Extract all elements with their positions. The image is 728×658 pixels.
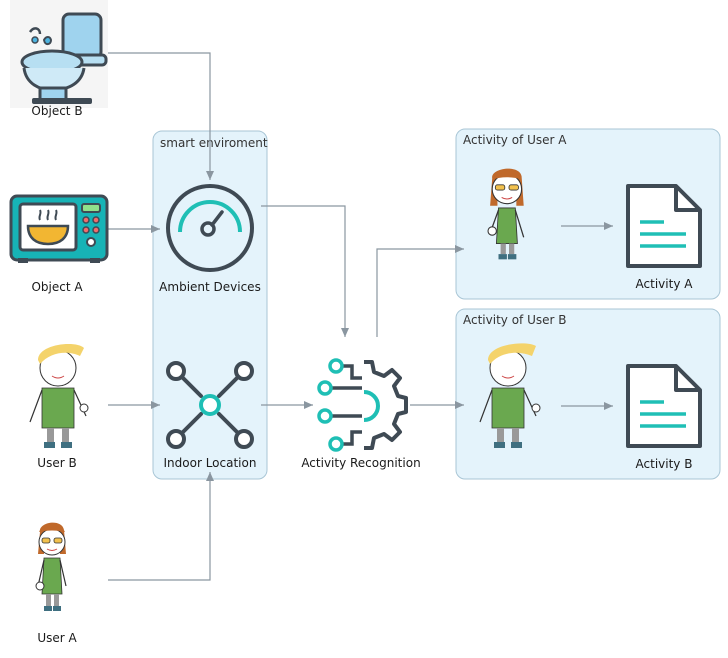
activity-user-b-label: Activity of User B <box>463 313 566 327</box>
person-male-icon <box>479 343 541 448</box>
network-nodes-icon <box>166 361 254 449</box>
edge-recognition-to-user-a <box>376 245 464 337</box>
person-male-icon <box>29 344 89 448</box>
object-a-label: Object A <box>31 280 83 294</box>
gauge-icon <box>166 184 254 272</box>
edge-user-a-to-location <box>108 472 214 581</box>
indoor-location-label: Indoor Location <box>164 456 257 470</box>
edge-object-b-to-ambient <box>108 52 214 180</box>
object-b-label: Object B <box>31 104 82 118</box>
activity-a-label: Activity A <box>636 277 694 291</box>
toilet-icon <box>10 0 108 108</box>
activity-b-label: Activity B <box>636 457 693 471</box>
smart-environment-label: smart enviroment <box>160 136 268 150</box>
microwave-icon <box>9 194 109 263</box>
person-female-icon <box>35 522 67 611</box>
activity-user-a-label: Activity of User A <box>463 133 567 147</box>
person-female-icon <box>487 168 525 260</box>
ambient-devices-label: Ambient Devices <box>159 280 261 294</box>
edge-ambient-to-recognition <box>261 205 349 337</box>
user-a-label: User A <box>37 631 77 645</box>
document-icon <box>626 184 702 268</box>
user-b-label: User B <box>37 456 76 470</box>
document-icon <box>626 364 702 448</box>
smart-environment-panel <box>152 130 268 480</box>
gear-circuit-icon <box>317 358 408 452</box>
activity-recognition-label: Activity Recognition <box>301 456 420 470</box>
